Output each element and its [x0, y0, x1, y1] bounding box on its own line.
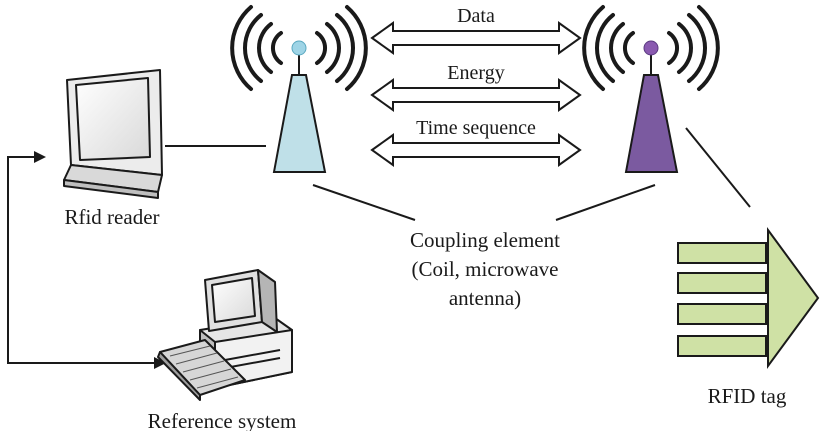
arrowhead-to-reader [34, 151, 46, 163]
reader-antenna-icon [230, 5, 368, 173]
rfid-tag-icon [677, 226, 820, 370]
data-arrow-label: Data [457, 5, 495, 27]
tag-antenna-to-tag-line [685, 127, 751, 208]
tag-antenna-icon [582, 5, 720, 173]
tag-label: RFID tag [708, 384, 787, 408]
reader-antenna-to-coupling-line [312, 184, 416, 221]
time-sequence-arrow-label: Time sequence [416, 117, 536, 139]
desktop-computer-icon [157, 269, 293, 401]
reader-label: Rfid reader [64, 205, 159, 229]
arrowhead-to-reference [154, 357, 166, 369]
reference-label: Reference system [148, 409, 297, 431]
connector-lines [7, 127, 751, 364]
coupling-label-line1: Coupling element [410, 228, 560, 252]
time-sequence-arrow: Time sequence [370, 117, 582, 167]
data-arrow: Data [370, 5, 582, 55]
energy-arrow: Energy [370, 62, 582, 112]
coupling-label-line3: antenna) [449, 286, 521, 310]
reference-connection-line [7, 156, 158, 364]
energy-arrow-label: Energy [447, 62, 504, 84]
connection-arrowheads [34, 151, 166, 369]
tag-antenna-to-coupling-line [555, 184, 656, 221]
monitor-icon [63, 69, 163, 199]
coupling-label-line2: (Coil, microwave [412, 257, 559, 281]
